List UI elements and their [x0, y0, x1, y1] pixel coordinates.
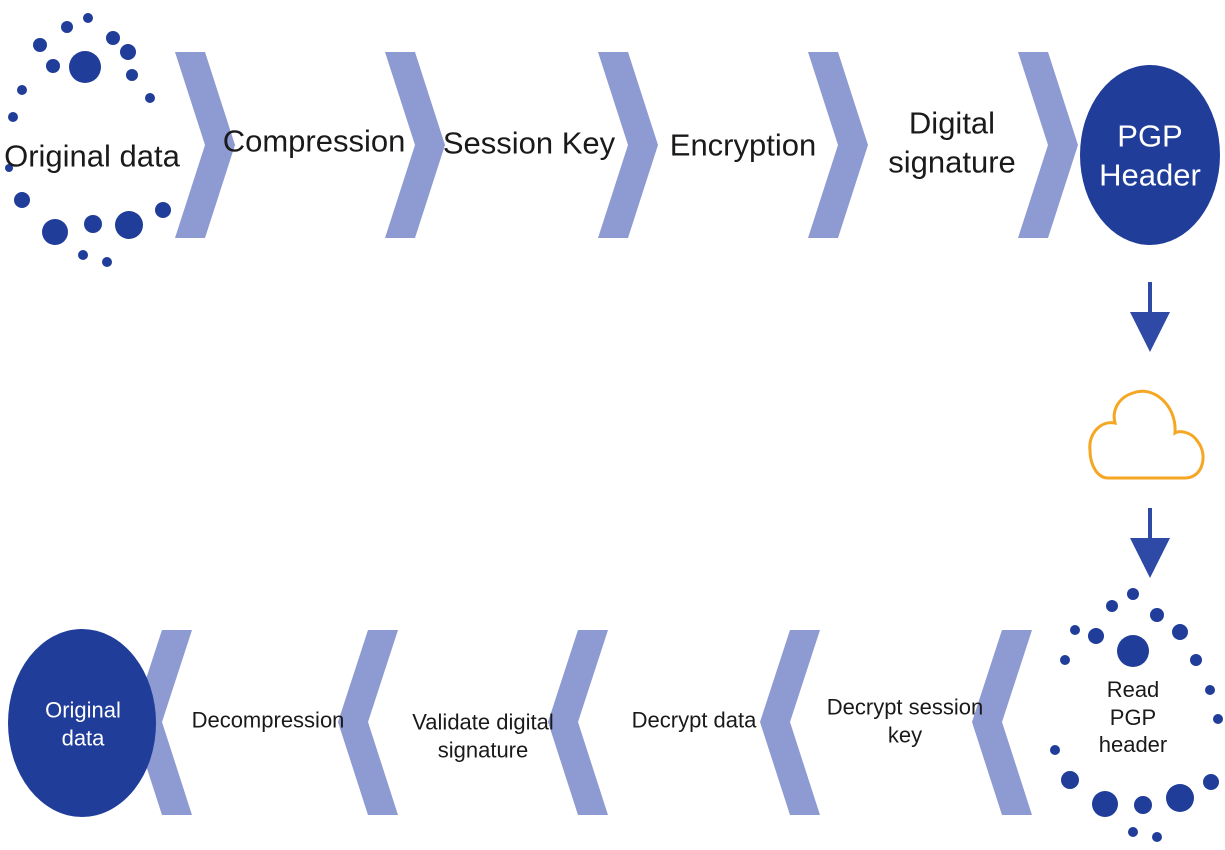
- original-data-end-node: [8, 629, 156, 817]
- chevron-left-icon: [132, 630, 1032, 815]
- read-pgp-header-label: Read PGP header: [1098, 676, 1168, 757]
- compression-step-label: Compression: [222, 123, 406, 159]
- chevron-right-icon: [175, 52, 1078, 238]
- original-data-start-label: Original data: [4, 138, 180, 174]
- original-data-end-label: Original data: [45, 697, 121, 751]
- decrypt-session-key-step-label: Decrypt session key: [826, 694, 984, 748]
- dot-ring-icon: [1050, 588, 1223, 842]
- session-key-step-label: Session Key: [442, 125, 616, 161]
- decompression-step-label: Decompression: [191, 707, 345, 733]
- cloud-icon: [1088, 389, 1205, 480]
- digital-signature-step-label: Digital signature: [888, 105, 1016, 179]
- decrypt-data-step-label: Decrypt data: [631, 707, 757, 733]
- pgp-header-node: [1080, 65, 1220, 245]
- pgp-header-label: PGP Header: [1099, 118, 1201, 192]
- validate-digital-signature-step-label: Validate digital signature: [412, 709, 554, 763]
- encryption-step-label: Encryption: [669, 127, 817, 163]
- dot-ring-icon: [5, 13, 171, 267]
